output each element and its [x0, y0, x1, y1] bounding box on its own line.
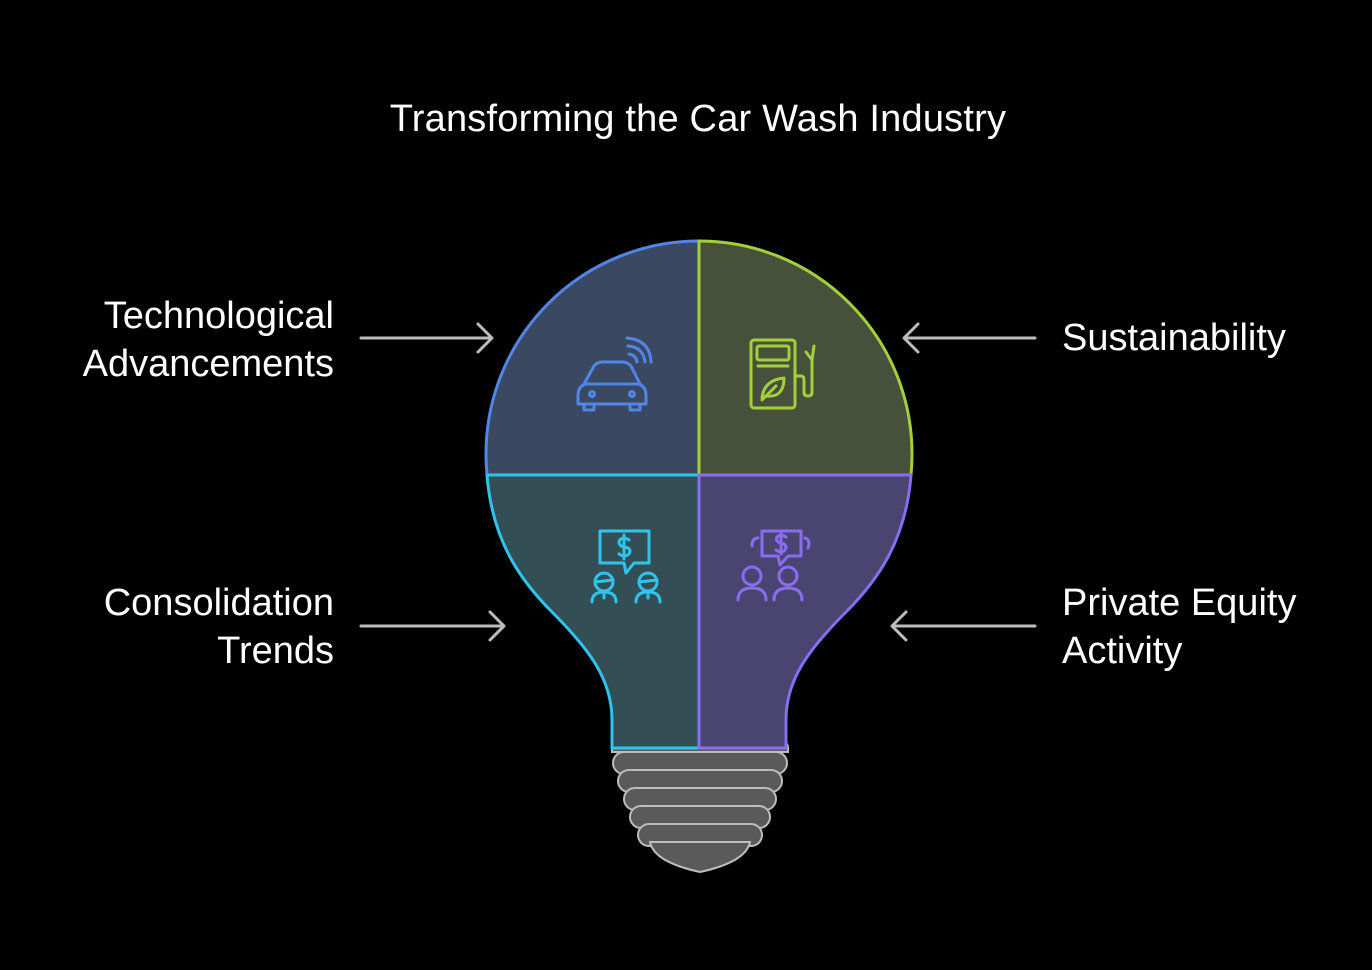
investors-money-icon — [736, 529, 811, 602]
label-line: Trends — [217, 630, 334, 672]
label-sustainability: Sustainability — [1062, 314, 1362, 362]
label-line: Private Equity — [1062, 582, 1297, 624]
quadrant-technological-advancements — [484, 239, 701, 477]
people-money-chat-icon — [590, 529, 662, 604]
eco-fuel-pump-icon — [749, 338, 816, 410]
arrow-private-equity — [890, 610, 1037, 642]
arrow-consolidation — [359, 610, 506, 642]
quadrant-consolidation-trends — [485, 473, 701, 750]
diagram-title: Transforming the Car Wash Industry — [389, 98, 1007, 140]
bulb-base — [611, 739, 789, 874]
arrow-sustainability — [902, 322, 1037, 354]
label-line: Consolidation — [103, 582, 334, 624]
label-line: Advancements — [82, 343, 334, 385]
bulb-tip — [648, 841, 752, 874]
label-line: Activity — [1062, 630, 1183, 672]
label-consolidation-trends: Consolidation Trends — [40, 579, 334, 675]
label-line: Sustainability — [1062, 317, 1286, 359]
arrow-tech — [359, 322, 494, 354]
quadrant-sustainability — [697, 239, 914, 477]
quadrant-private-equity-activity — [697, 473, 913, 750]
label-line: Technological — [103, 295, 334, 337]
connected-car-icon — [576, 336, 653, 412]
label-technological-advancements: Technological Advancements — [40, 292, 334, 388]
label-private-equity-activity: Private Equity Activity — [1062, 579, 1362, 675]
